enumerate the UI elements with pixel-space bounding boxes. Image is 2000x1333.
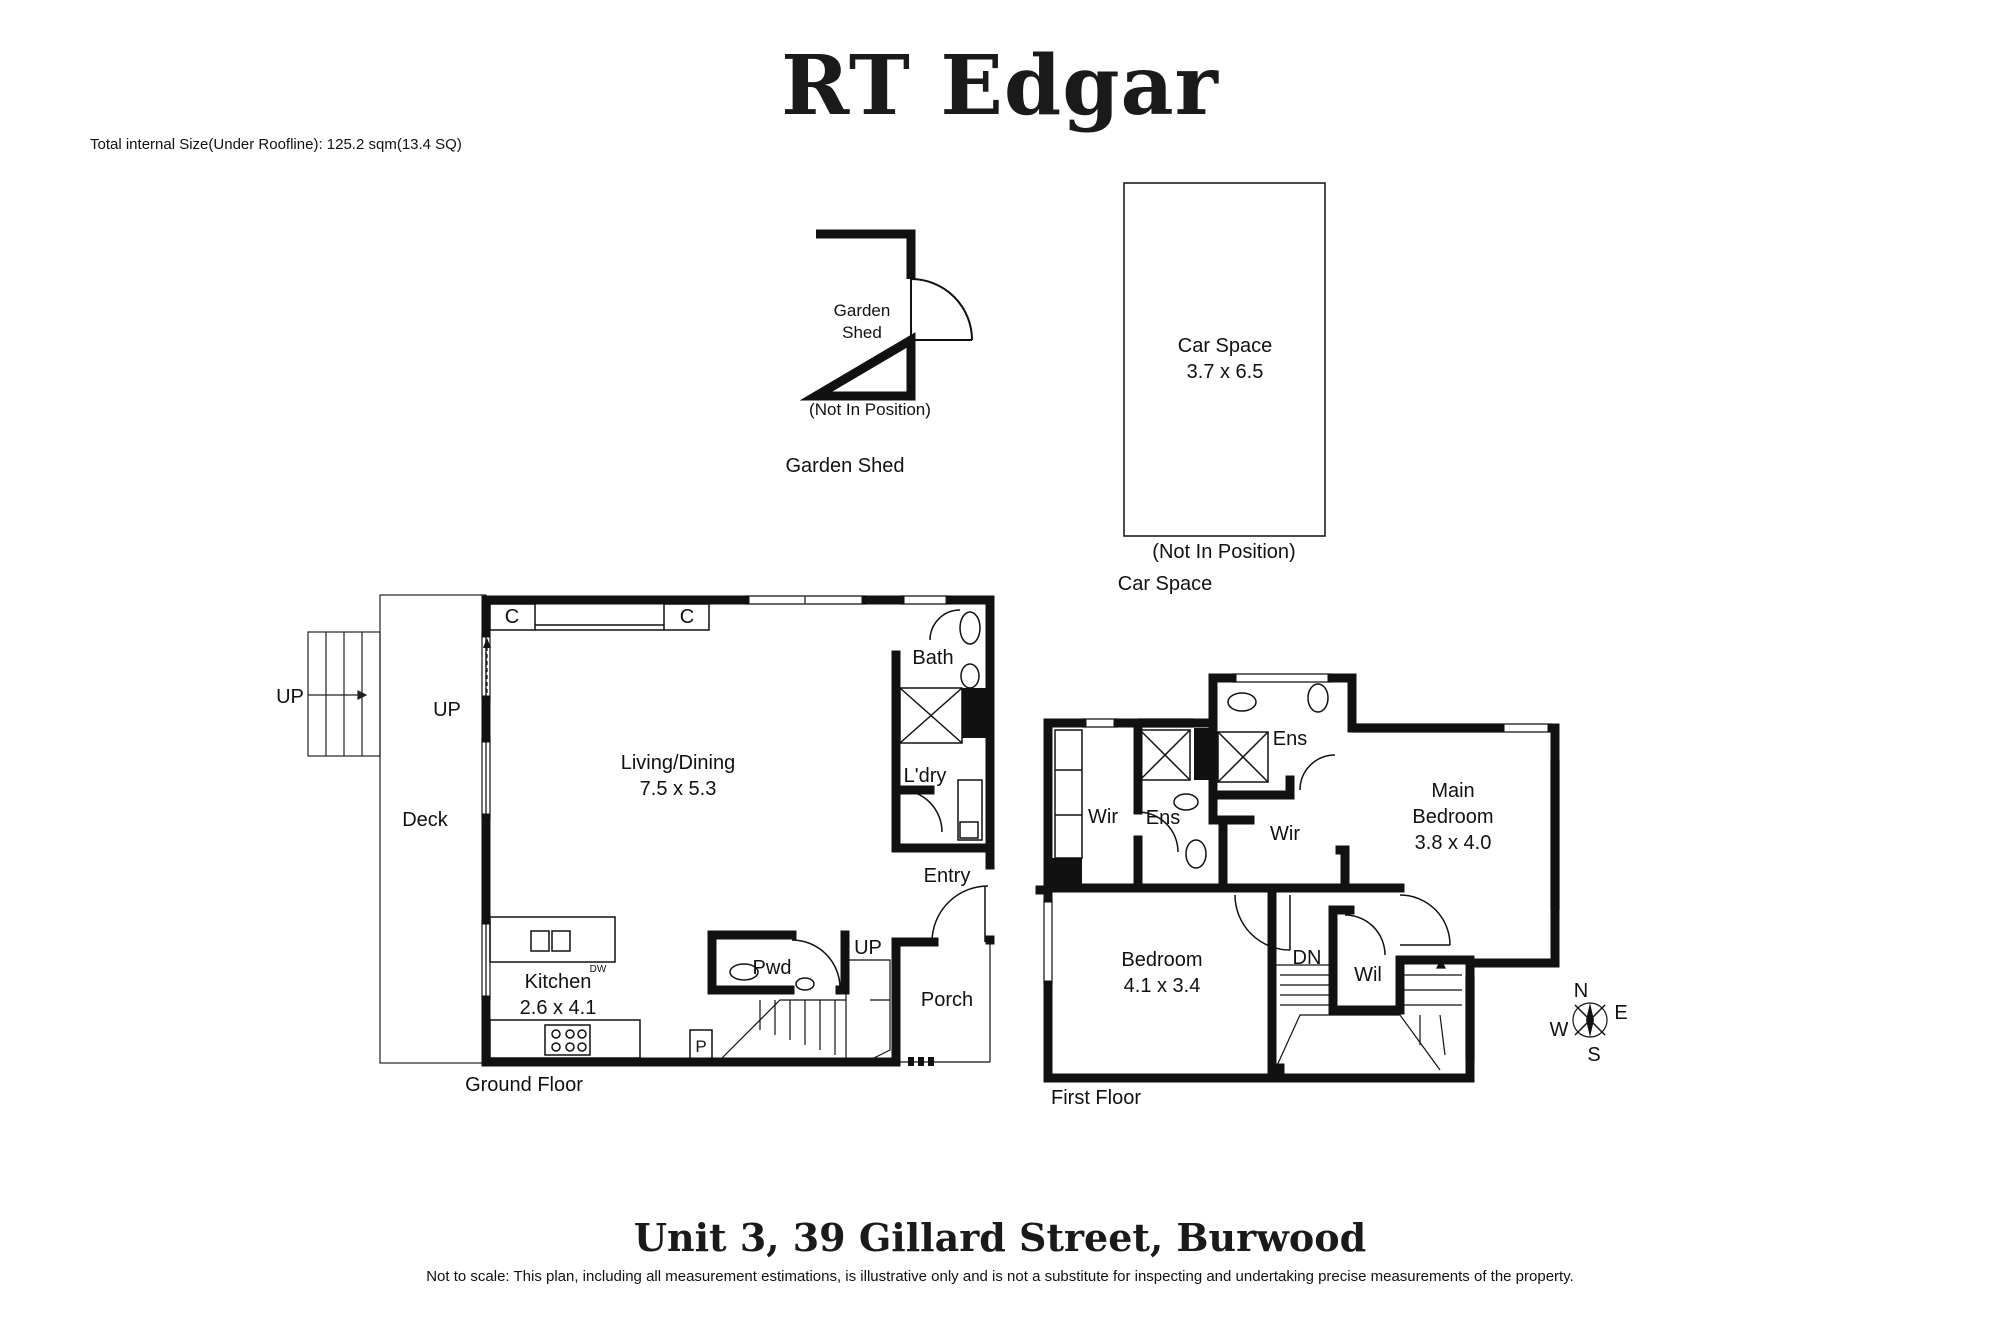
garden-shed-caption: Garden Shed — [786, 455, 905, 477]
compass-e: E — [1614, 1002, 1627, 1024]
porch-label: Porch — [921, 989, 973, 1011]
kitchen-label: Kitchen — [525, 971, 592, 993]
deck-up-label: UP — [276, 686, 304, 708]
living-dining-dims: 7.5 x 5.3 — [640, 778, 717, 800]
bedroom-dims: 4.1 x 3.4 — [1124, 975, 1201, 997]
compass-s: S — [1587, 1044, 1600, 1066]
pantry-label: P — [695, 1037, 706, 1056]
powder-room-label: Pwd — [753, 957, 792, 979]
main-bedroom-label-1: Main — [1431, 780, 1474, 802]
bedroom-label: Bedroom — [1121, 949, 1202, 971]
laundry-label: L'dry — [904, 765, 947, 787]
bath-label: Bath — [912, 647, 953, 669]
car-space-not-in-position: (Not In Position) — [1152, 541, 1295, 563]
entry-door — [896, 885, 991, 1063]
car-space-caption: Car Space — [1118, 573, 1213, 595]
outside-steps — [307, 631, 381, 757]
main-bedroom-dims: 3.8 x 4.0 — [1415, 832, 1492, 854]
brand-logo: RT Edgar — [781, 38, 1219, 134]
bath-fixtures — [899, 609, 981, 744]
garden-shed-outline — [799, 229, 973, 401]
disclaimer-text: Not to scale: This plan, including all m… — [426, 1268, 1574, 1285]
first-floor-plan — [1035, 673, 1560, 1083]
pantry-box — [689, 1029, 713, 1063]
entry-label: Entry — [924, 865, 971, 887]
compass-n: N — [1574, 980, 1588, 1002]
cupboard-2-label: C — [680, 606, 694, 628]
inside-up-label: UP — [433, 699, 461, 721]
compass-w: W — [1550, 1019, 1569, 1041]
kitchen-dims: 2.6 x 4.1 — [520, 997, 597, 1019]
ground-floor-plan — [307, 594, 995, 1067]
porch-step-marks — [908, 1057, 934, 1066]
shed-label-1: Garden — [834, 301, 891, 320]
deck-label: Deck — [402, 809, 449, 831]
main-bedroom-label-2: Bedroom — [1412, 806, 1493, 828]
car-space-dims: 3.7 x 6.5 — [1187, 361, 1264, 383]
laundry-fixtures — [899, 779, 983, 841]
ens-top-label: Ens — [1273, 728, 1307, 750]
stairs-up-label: UP — [854, 937, 882, 959]
first-floor-caption: First Floor — [1051, 1087, 1141, 1109]
property-address: Unit 3, 39 Gillard Street, Burwood — [633, 1215, 1367, 1260]
shed-label-2: Shed — [842, 323, 882, 342]
shed-not-in-position: (Not In Position) — [809, 400, 931, 419]
car-space-outline — [1123, 182, 1326, 537]
dishwasher-label: DW — [590, 964, 607, 975]
wil-label: Wil — [1354, 964, 1382, 986]
cupboards — [489, 603, 710, 631]
living-dining-label: Living/Dining — [621, 752, 736, 774]
ground-floor-caption: Ground Floor — [465, 1074, 583, 1096]
kitchen-fixtures — [489, 916, 641, 1059]
stairs-down-label: DN — [1293, 947, 1322, 969]
car-space-label: Car Space — [1178, 335, 1273, 357]
ground-stairs — [719, 959, 891, 1061]
ens-left-label: Ens — [1146, 807, 1180, 829]
bath-wall-block — [962, 688, 986, 738]
powder-fixtures — [729, 939, 841, 991]
wir-center-label: Wir — [1270, 823, 1300, 845]
wir-left-label: Wir — [1088, 806, 1118, 828]
total-size-note: Total internal Size(Under Roofline): 125… — [90, 136, 462, 153]
cupboard-1-label: C — [505, 606, 519, 628]
compass-icon — [1572, 1002, 1608, 1038]
